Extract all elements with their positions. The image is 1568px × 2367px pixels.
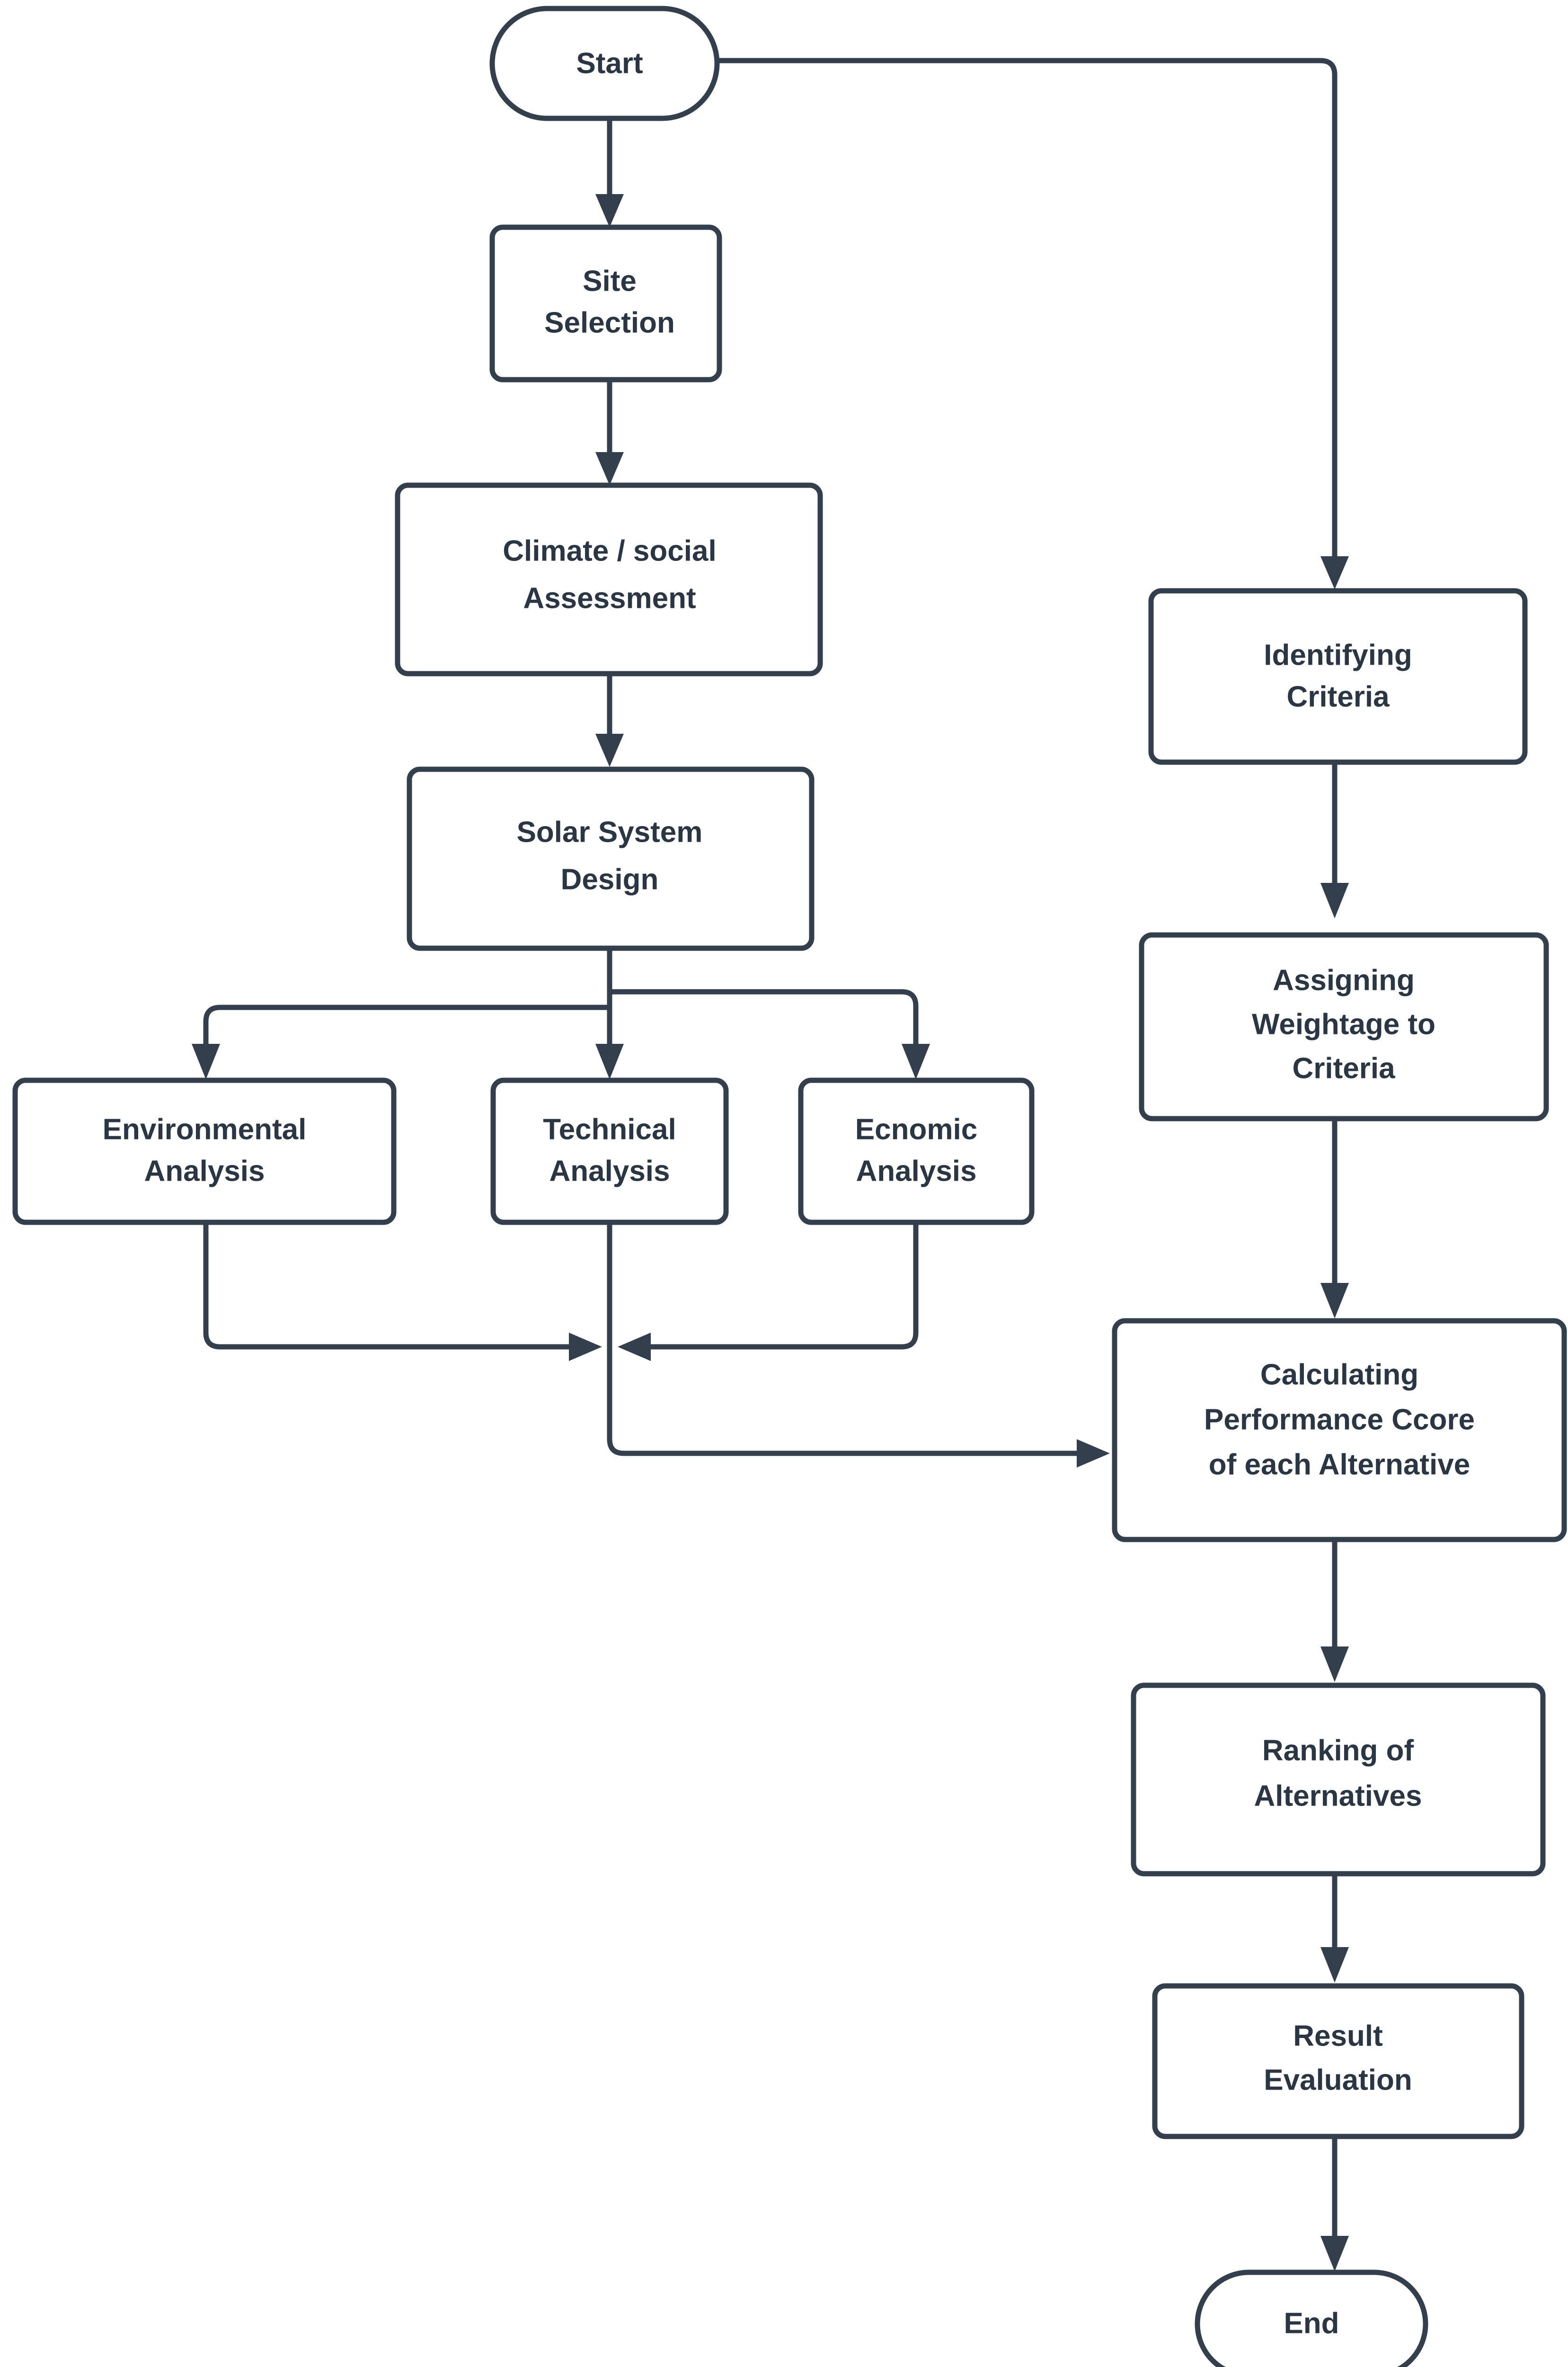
edge-result-evaluation-to-end [1320, 2135, 1349, 2271]
calculating-score-shape [1112, 1318, 1567, 1542]
edge-solar-design-to-technical [595, 1013, 624, 1079]
climate-social-shape [395, 482, 823, 676]
technical-label-line2: Analysis [549, 1155, 670, 1187]
solar-design-label-line1: Solar System [517, 816, 703, 848]
edge-solar-design-to-economic [610, 989, 930, 1079]
node-site-selection[interactable]: Site Selection [489, 224, 722, 383]
economic-shape [798, 1077, 1035, 1225]
node-end[interactable]: End [1195, 2269, 1428, 2367]
technical-label-line1: Technical [543, 1113, 676, 1146]
economic-label-line2: Analysis [856, 1155, 976, 1187]
assigning-weightage-shape [1139, 932, 1549, 1121]
assigning-weightage-label-line1: Assigning [1273, 964, 1415, 997]
node-calculating-score[interactable]: Calculating Performance Ccore of each Al… [1112, 1318, 1567, 1542]
node-solar-system-design[interactable]: Solar System Design [407, 766, 815, 951]
ranking-label-line1: Ranking of [1262, 1734, 1414, 1767]
solar-design-label-line2: Design [561, 863, 659, 896]
edge-economic-to-merge [618, 1221, 919, 1361]
ranking-label-line2: Alternatives [1254, 1780, 1422, 1812]
edge-site-selection-to-climate-social [595, 379, 624, 485]
result-evaluation-label-line2: Evaluation [1264, 2064, 1412, 2096]
economic-label-line1: Ecnomic [855, 1113, 977, 1146]
node-start[interactable]: Start [489, 6, 720, 121]
node-environmental-analysis[interactable]: Environmental Analysis [12, 1077, 397, 1225]
edge-climate-social-to-solar-design [595, 672, 624, 767]
calculating-score-label-line2: Performance Ccore [1204, 1403, 1475, 1436]
result-evaluation-label-line1: Result [1293, 2020, 1382, 2052]
start-label: Start [576, 47, 643, 80]
node-technical-analysis[interactable]: Technical Analysis [490, 1077, 729, 1225]
assigning-weightage-label-line3: Criteria [1292, 1052, 1395, 1085]
result-evaluation-shape [1152, 1983, 1524, 2139]
identifying-criteria-label-line2: Criteria [1286, 680, 1390, 713]
node-result-evaluation[interactable]: Result Evaluation [1152, 1983, 1524, 2139]
calculating-score-label-line1: Calculating [1260, 1358, 1418, 1391]
environmental-label-line2: Analysis [144, 1155, 265, 1187]
assigning-weightage-label-line2: Weightage to [1252, 1008, 1435, 1041]
edge-environmental-to-merge [203, 1221, 602, 1361]
end-shape [1195, 2269, 1428, 2367]
environmental-label-line1: Environmental [103, 1113, 307, 1146]
identifying-criteria-shape [1148, 588, 1528, 765]
environmental-shape [12, 1077, 397, 1225]
calculating-score-label-line3: of each Alternative [1209, 1448, 1470, 1481]
node-economic-analysis[interactable]: Ecnomic Analysis [798, 1077, 1035, 1225]
climate-social-label-line1: Climate / social [503, 534, 716, 567]
edge-start-to-identifying-criteria [717, 58, 1349, 589]
node-assigning-weightage[interactable]: Assigning Weightage to Criteria [1139, 932, 1549, 1121]
node-ranking-of-alternatives[interactable]: Ranking of Alternatives [1131, 1682, 1546, 1877]
edge-ranking-to-result-evaluation [1320, 1875, 1349, 1983]
edge-identifying-criteria-to-assigning-weightage [1320, 762, 1349, 918]
identifying-criteria-label-line1: Identifying [1264, 639, 1412, 671]
node-climate-social-assessment[interactable]: Climate / social Assessment [395, 482, 823, 676]
site-selection-label-line1: Site [583, 265, 637, 297]
site-selection-shape [489, 224, 722, 383]
edge-assigning-weightage-to-calculating-score [1320, 1117, 1349, 1318]
edge-start-to-site-selection [595, 118, 624, 227]
start-shape [489, 6, 720, 121]
ranking-shape [1131, 1682, 1546, 1877]
edge-calculating-score-to-ranking [1320, 1541, 1349, 1682]
node-identifying-criteria[interactable]: Identifying Criteria [1148, 588, 1528, 765]
site-selection-label-line2: Selection [544, 306, 675, 339]
edge-solar-design-to-environmental [192, 1005, 610, 1079]
technical-shape [490, 1077, 729, 1225]
edge-merge-to-calculating-score [607, 1347, 1110, 1468]
climate-social-label-line2: Assessment [523, 582, 696, 614]
end-label: End [1284, 2307, 1339, 2340]
solar-design-shape [407, 766, 815, 951]
